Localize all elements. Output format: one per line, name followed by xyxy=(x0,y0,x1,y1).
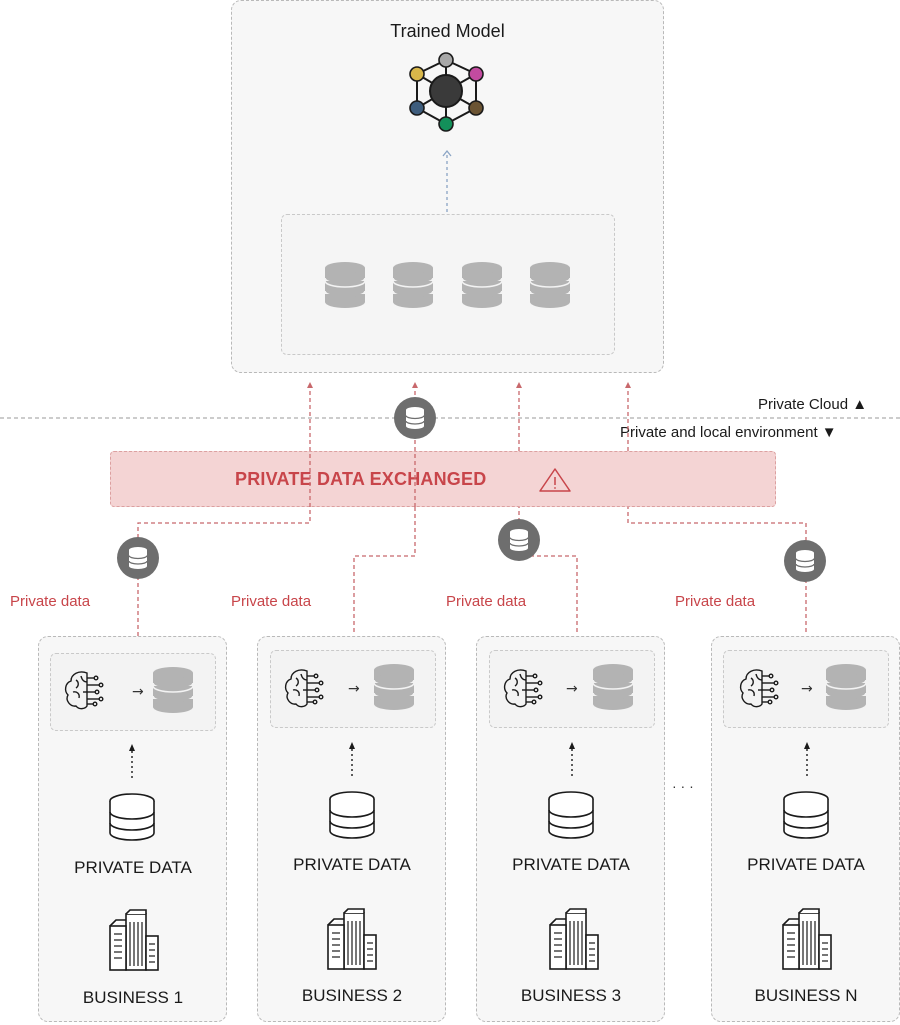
banner-text: PRIVATE DATA EXCHANGED xyxy=(235,469,487,489)
business-3-name: BUSINESS 3 xyxy=(520,986,622,1005)
business-model-panel-2 xyxy=(270,650,436,728)
flow-label-1: Private data xyxy=(10,593,91,610)
flow-label-2: Private data xyxy=(231,593,312,610)
trained-model-title: Trained Model xyxy=(390,21,505,41)
flow-label-3: Private data xyxy=(446,593,527,610)
business-4-data-label: PRIVATE DATA xyxy=(747,855,865,874)
business-4-name: BUSINESS N xyxy=(754,986,858,1005)
ellipsis: · · · xyxy=(672,778,694,794)
database-badge-icon xyxy=(783,539,827,583)
business-model-panel-3 xyxy=(489,650,655,728)
business-2-data-label: PRIVATE DATA xyxy=(293,855,411,874)
business-model-panel-1 xyxy=(50,653,216,731)
database-badge-icon xyxy=(116,536,160,580)
business-1-data-label: PRIVATE DATA xyxy=(74,858,192,877)
local-training-arrows xyxy=(131,748,808,778)
private-local-legend: Private and local environment ▼ xyxy=(620,424,837,441)
business-3-data-label: PRIVATE DATA xyxy=(512,855,630,874)
business-1-name: BUSINESS 1 xyxy=(82,988,184,1007)
cloud-data-store xyxy=(281,214,615,355)
private-data-exchanged-banner: PRIVATE DATA EXCHANGED xyxy=(110,451,776,507)
private-cloud-legend: Private Cloud ▲ xyxy=(758,396,868,413)
database-badge-icon xyxy=(497,518,541,562)
business-model-panel-4 xyxy=(723,650,889,728)
business-2-name: BUSINESS 2 xyxy=(301,986,403,1005)
database-badge-icon xyxy=(393,396,437,440)
flow-label-4: Private data xyxy=(675,593,756,610)
